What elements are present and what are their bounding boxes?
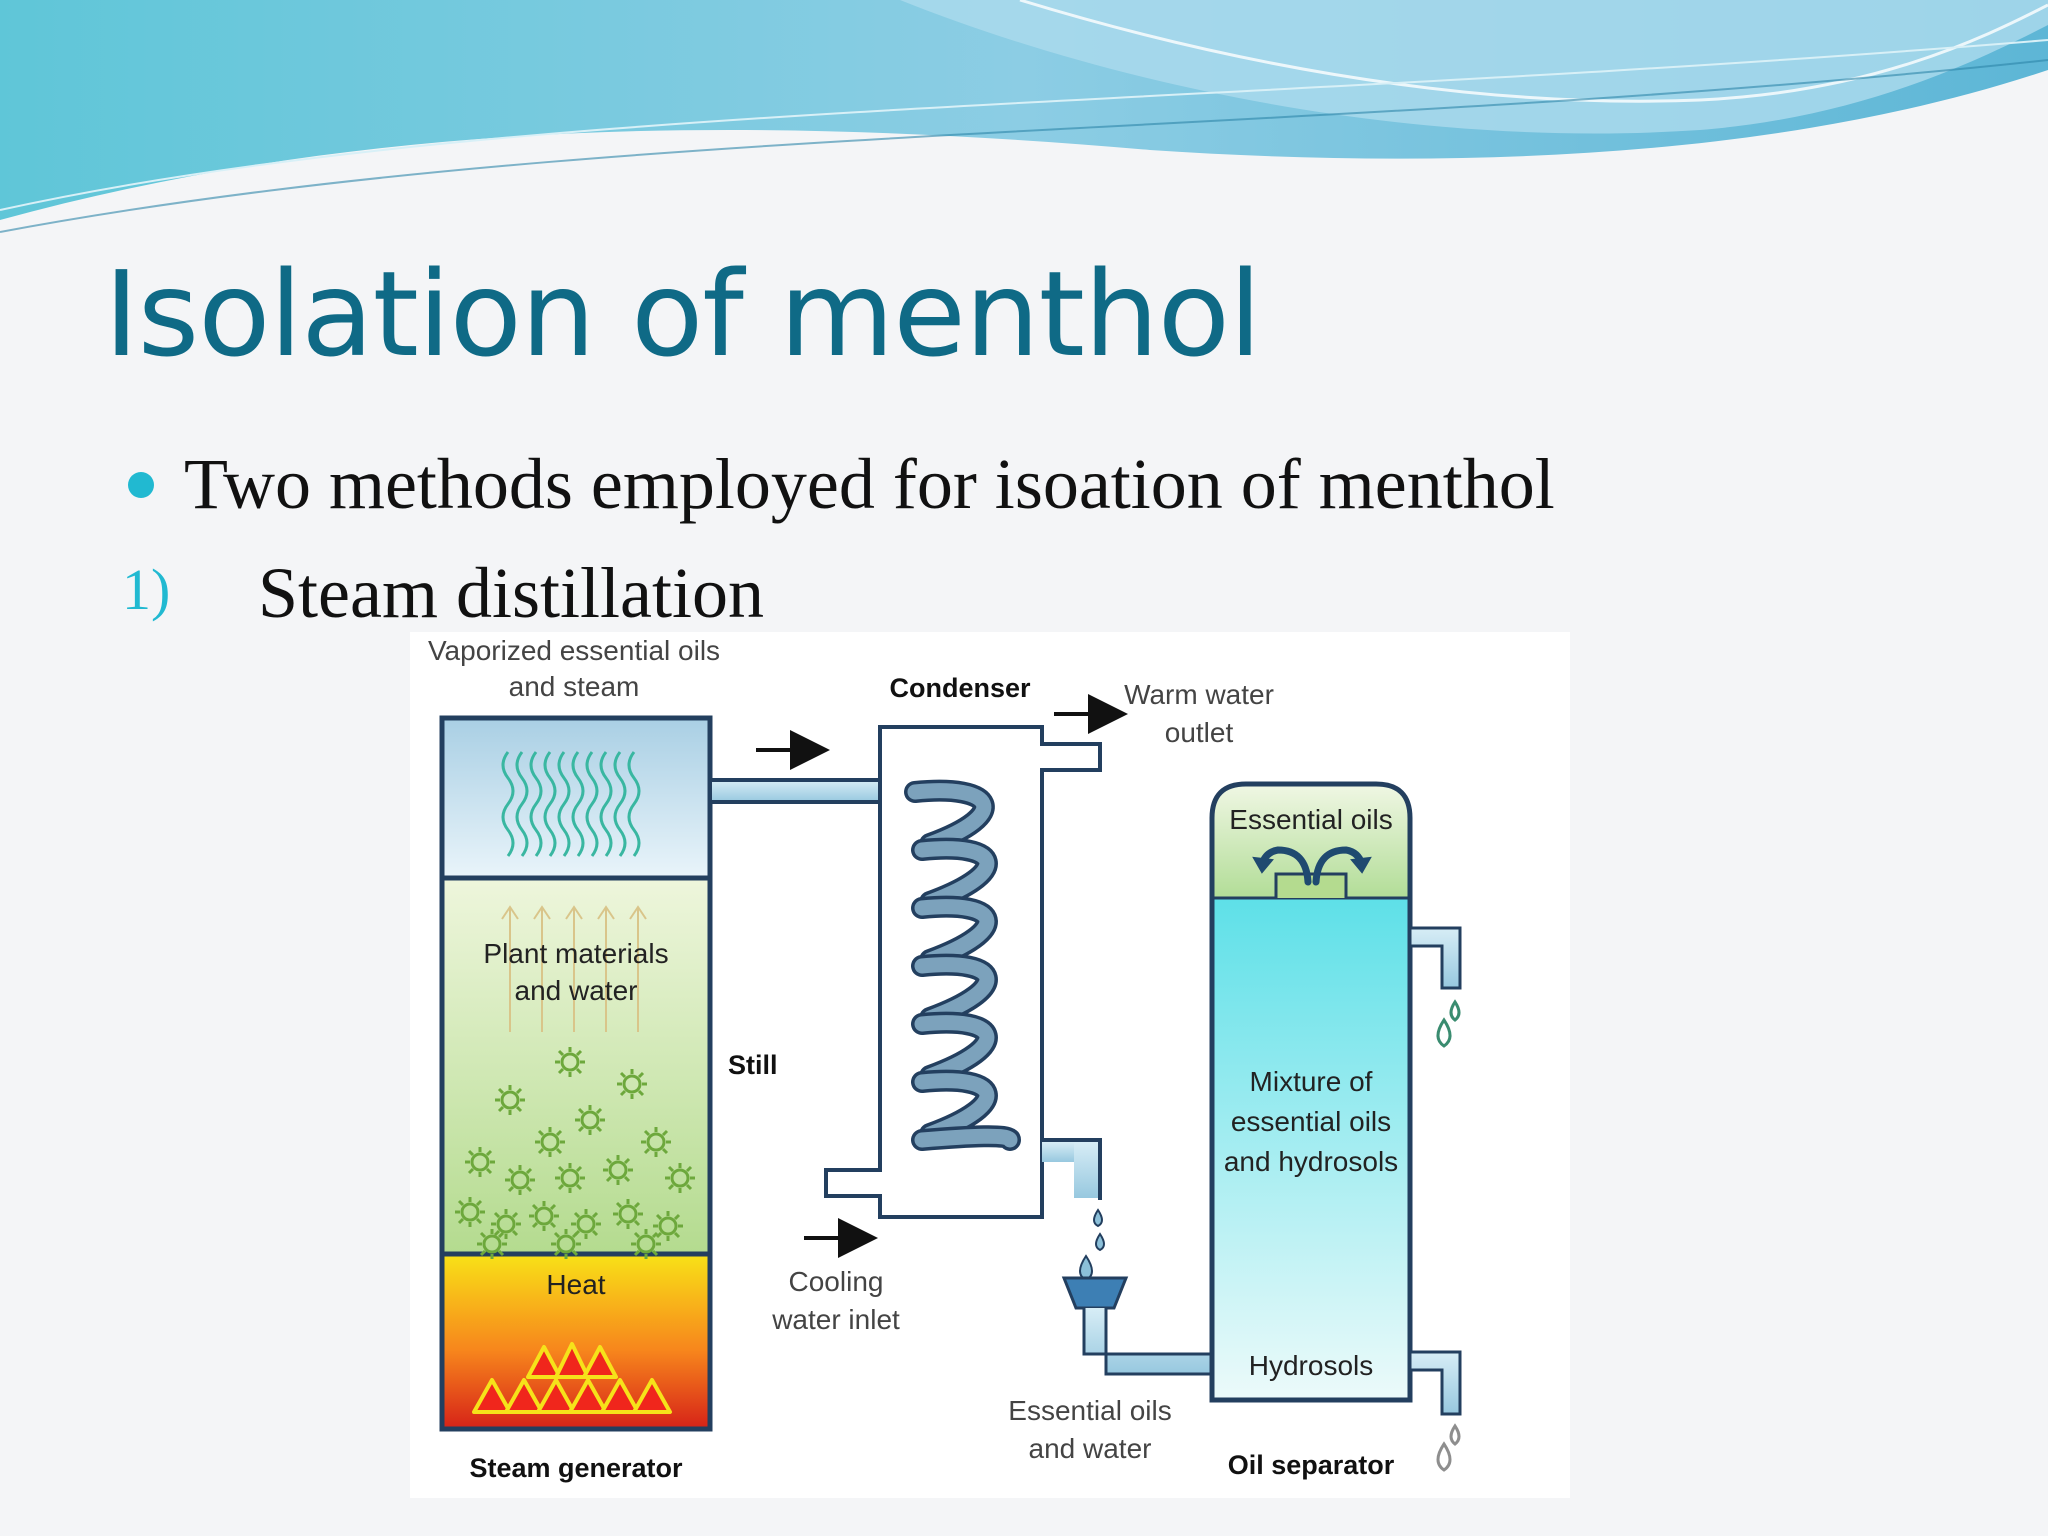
label-heat: Heat: [546, 1269, 605, 1300]
label-plant-materials-line2: and water: [515, 975, 638, 1006]
hydrosol-outlet-pipe: [1408, 1350, 1462, 1416]
separator-feed-pipe: [1082, 1308, 1214, 1376]
label-essential-oils: Essential oils: [1229, 804, 1392, 835]
label-cooling-water-line2: water inlet: [771, 1304, 900, 1335]
slide-title: Isolation of menthol: [104, 245, 1262, 383]
bullet-dot-icon: [128, 472, 154, 498]
steam-distillation-diagram: Vaporized essential oils and steam Plant…: [410, 632, 1570, 1498]
label-plant-materials-line1: Plant materials: [483, 938, 668, 969]
label-oil-separator: Oil separator: [1228, 1450, 1395, 1480]
label-hydrosols: Hydrosols: [1249, 1350, 1373, 1381]
label-mixture-line2: essential oils: [1231, 1106, 1391, 1137]
bullet-text: Two methods employed for isoation of men…: [184, 444, 1555, 524]
hydrosol-drop-icon: [1436, 1423, 1461, 1472]
flame-icon: [472, 1342, 672, 1414]
condenser-inlet-pipe: [1042, 1138, 1102, 1200]
oil-drop-icon: [1436, 999, 1461, 1048]
label-still: Still: [728, 1050, 778, 1080]
label-vaporized-oils-line1: Vaporized essential oils: [428, 635, 720, 666]
label-mixture-line1: Mixture of: [1250, 1066, 1373, 1097]
separator-mixture-layer: [1212, 898, 1410, 1400]
numbered-text: Steam distillation: [258, 553, 764, 633]
rising-steam-arrows-icon: [501, 905, 647, 1032]
numbered-marker: 1): [122, 557, 171, 622]
funnel: [1061, 1276, 1129, 1310]
label-warm-water-line1: Warm water: [1124, 679, 1274, 710]
condensate-drops-icon: [1079, 1208, 1105, 1282]
label-steam-generator: Steam generator: [469, 1453, 683, 1483]
oil-flow-arrows-icon: [1252, 846, 1372, 886]
condenser-coil: [904, 779, 1021, 1151]
label-warm-water-line2: outlet: [1165, 717, 1234, 748]
label-mixture-line3: and hydrosols: [1224, 1146, 1398, 1177]
oil-outlet-pipe: [1408, 926, 1462, 990]
vapor-chamber: [439, 715, 713, 881]
label-vaporized-oils-line2: and steam: [509, 671, 640, 702]
oil-separator-vessel: [1209, 781, 1413, 1403]
header-wave: [0, 0, 2048, 233]
steam-lines-icon: [501, 751, 641, 857]
label-oils-water-line1: Essential oils: [1008, 1395, 1171, 1426]
label-cooling-water-line1: Cooling: [789, 1266, 884, 1297]
label-condenser: Condenser: [889, 673, 1031, 703]
label-oils-water-line2: and water: [1029, 1433, 1152, 1464]
